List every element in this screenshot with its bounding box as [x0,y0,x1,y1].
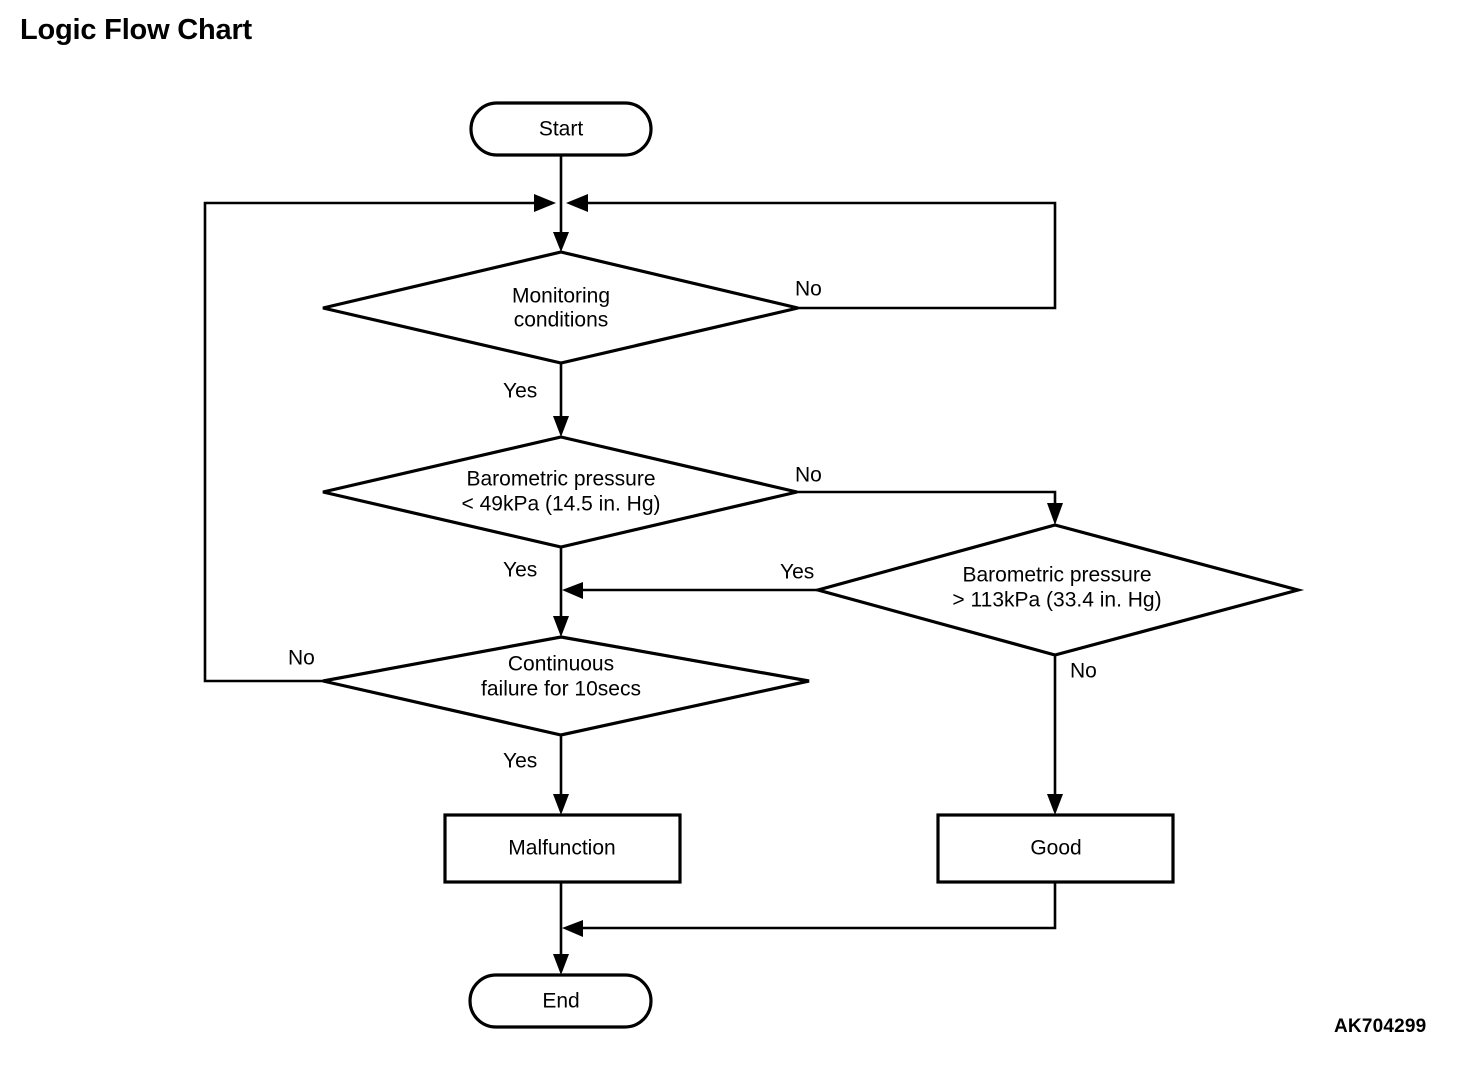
node-start-label: Start [539,118,584,141]
node-monitoring-label-line1: Monitoring [512,285,610,308]
node-good-label: Good [1030,837,1081,860]
edge-label-continuous-yes: Yes [503,750,537,773]
malfunction-rect-shape [443,813,682,884]
edge-continuous-no-loopback [203,194,556,683]
edge-monitoring-no-loopback [566,194,1057,310]
edge-label-baro-low-yes: Yes [503,559,537,582]
node-barometric-pressure-low[interactable]: Barometric pressure < 49kPa (14.5 in. Hg… [322,435,798,549]
edge-baro-high-yes-to-continuous [562,582,818,599]
edge-good-to-end [562,882,1057,937]
edge-continuous-yes-to-malfunction [553,735,569,815]
node-continuous-failure[interactable]: Continuous failure for 10secs [322,635,810,737]
edge-label-monitoring-yes: Yes [503,380,537,403]
edge-label-continuous-no: No [288,647,315,670]
node-end-label: End [542,990,579,1013]
edge-monitoring-yes-to-baro-low [553,363,569,437]
node-malfunction-label: Malfunction [508,837,615,860]
node-baro-high-label-line2: > 113kPa (33.4 in. Hg) [952,589,1161,612]
baro-high-diamond-shape [811,523,1305,657]
node-barometric-pressure-high[interactable]: Barometric pressure > 113kPa (33.4 in. H… [811,523,1305,657]
node-monitoring-label-line2: conditions [514,309,609,332]
node-monitoring-conditions[interactable]: Monitoring conditions [322,250,799,365]
node-malfunction[interactable]: Malfunction [443,813,682,884]
node-baro-low-label-line1: Barometric pressure [466,468,655,491]
figure-reference-code: AK704299 [1334,1016,1427,1037]
edge-label-baro-low-no: No [795,464,822,487]
node-baro-low-label-line2: < 49kPa (14.5 in. Hg) [461,493,660,516]
edge-label-baro-high-yes: Yes [780,561,814,584]
page-title: Logic Flow Chart [20,14,253,46]
node-continuous-label-line1: Continuous [508,653,614,676]
start-stadium-shape [469,101,653,157]
node-baro-high-label-line1: Barometric pressure [962,564,1151,587]
edge-baro-high-no-to-good [1047,655,1063,815]
edge-label-monitoring-no: No [795,278,822,301]
end-stadium-shape [468,973,653,1029]
edge-baro-low-no-to-baro-high [797,490,1063,525]
node-start[interactable]: Start [469,101,653,157]
good-rect-shape [936,813,1175,884]
baro-low-diamond-shape [322,435,798,549]
edge-malfunction-to-end [553,882,569,975]
node-good[interactable]: Good [936,813,1175,884]
edge-baro-low-yes-to-continuous [553,547,569,637]
continuous-diamond-shape [322,635,810,737]
node-continuous-label-line2: failure for 10secs [481,678,641,701]
monitoring-diamond-shape [322,250,799,365]
node-end[interactable]: End [468,973,653,1029]
edge-start-to-monitoring [553,155,569,252]
edge-label-baro-high-no: No [1070,660,1097,683]
